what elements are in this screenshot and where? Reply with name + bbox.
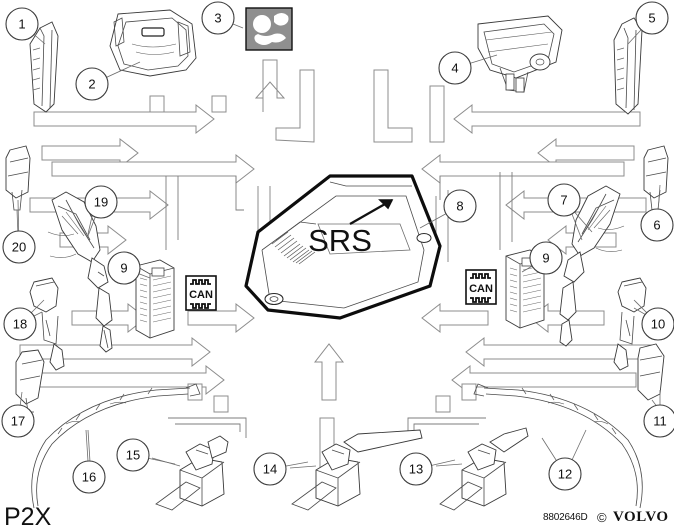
- part-side-curtain-right: [613, 17, 643, 115]
- part-passenger-airbag: [477, 15, 563, 93]
- callout-number: 7: [560, 192, 567, 207]
- callout-16[interactable]: 16: [72, 429, 106, 494]
- callout-14[interactable]: 14: [253, 452, 309, 486]
- callout-number: 11: [653, 413, 667, 428]
- callout-bubble[interactable]: [75, 67, 109, 101]
- callout-bubble[interactable]: [643, 404, 674, 438]
- callout-number: 14: [263, 461, 277, 476]
- callout-number: 12: [558, 466, 572, 481]
- callout-7[interactable]: 7: [547, 183, 593, 233]
- callout-number: 3: [214, 10, 221, 25]
- callout-bubble[interactable]: [548, 457, 582, 491]
- callout-bubble[interactable]: [107, 251, 141, 285]
- can-icon-right: CAN: [465, 269, 497, 305]
- callout-19[interactable]: 19: [84, 185, 118, 237]
- callout-9b[interactable]: 9: [521, 241, 563, 275]
- callout-8[interactable]: 8: [419, 189, 477, 229]
- part-side-airbag-left: [47, 191, 113, 353]
- callout-number: 20: [12, 239, 26, 254]
- callout-bubble[interactable]: [84, 185, 118, 219]
- callout-13[interactable]: 13: [399, 452, 456, 486]
- part-buckle-right: [613, 277, 649, 371]
- callout-11[interactable]: 11: [643, 390, 674, 438]
- callout-bubble[interactable]: [547, 183, 581, 217]
- callout-number: 5: [648, 10, 655, 25]
- callout-10[interactable]: 10: [633, 299, 674, 341]
- srs-control-module-graphic: SRS: [244, 174, 442, 320]
- callout-bubble[interactable]: [2, 230, 36, 264]
- callout-bubble[interactable]: [640, 208, 674, 242]
- svg-text:CAN: CAN: [189, 289, 213, 301]
- callout-bubble[interactable]: [5, 7, 39, 41]
- callout-number: 9: [542, 250, 549, 265]
- callout-number: 1: [18, 16, 25, 31]
- part-driver-airbag: [109, 9, 197, 77]
- callout-number: 18: [13, 316, 27, 331]
- part-number-label: 8802646D: [543, 512, 588, 523]
- callout-9[interactable]: 9: [107, 251, 151, 285]
- callout-5[interactable]: 5: [627, 1, 669, 45]
- model-code-label: P2X: [4, 503, 52, 531]
- part-retractor-rear-left: [151, 435, 229, 511]
- part-pretensioner-right: [643, 145, 669, 215]
- callout-bubble[interactable]: [3, 307, 37, 341]
- callout-6[interactable]: 6: [640, 184, 674, 242]
- callout-1[interactable]: 1: [5, 7, 46, 45]
- callout-number: 4: [451, 60, 458, 75]
- callout-number: 10: [651, 316, 665, 331]
- callout-bubble[interactable]: [116, 438, 150, 472]
- callout-bubble[interactable]: [1, 404, 35, 438]
- callout-number: 13: [409, 461, 423, 476]
- callout-15[interactable]: 15: [116, 438, 176, 472]
- part-buckle-left: [29, 277, 65, 371]
- part-retractor-center: [289, 429, 423, 511]
- srs-module-label: SRS: [308, 223, 372, 258]
- callout-3[interactable]: 3: [201, 1, 244, 35]
- volvo-wordmark: VOLVO: [613, 509, 669, 525]
- callout-bubble[interactable]: [641, 307, 674, 341]
- can-icon-left: CAN: [185, 275, 217, 311]
- callout-number: 17: [11, 413, 25, 428]
- callout-18[interactable]: 18: [3, 299, 45, 341]
- svg-text:CAN: CAN: [469, 283, 493, 295]
- callout-bubble[interactable]: [201, 1, 235, 35]
- part-connector-left: [135, 259, 175, 339]
- callout-number: 15: [126, 447, 140, 462]
- callout-bubble[interactable]: [438, 51, 472, 85]
- callout-17[interactable]: 17: [1, 391, 35, 438]
- callout-bubble[interactable]: [399, 452, 433, 486]
- part-curtain-right: [473, 383, 643, 509]
- copyright-symbol: ©: [597, 510, 607, 525]
- callout-bubble[interactable]: [443, 189, 477, 223]
- part-retractor-rear-right: [435, 427, 529, 511]
- callout-2[interactable]: 2: [75, 61, 141, 101]
- part-side-curtain-left: [29, 21, 59, 113]
- callout-number: 19: [94, 194, 108, 209]
- callout-number: 16: [82, 469, 96, 484]
- airbag-occupant-icon: [245, 7, 293, 51]
- callout-number: 6: [653, 217, 660, 232]
- callout-number: 2: [88, 76, 95, 91]
- callout-bubble[interactable]: [72, 460, 106, 494]
- part-curtain-left: [31, 383, 201, 509]
- callout-bubble[interactable]: [253, 452, 287, 486]
- callout-number: 8: [456, 198, 463, 213]
- callout-12[interactable]: 12: [541, 437, 582, 491]
- callout-bubble[interactable]: [529, 241, 563, 275]
- part-pretensioner-left: [5, 145, 31, 237]
- callout-bubble[interactable]: [635, 1, 669, 35]
- callout-20[interactable]: 20: [2, 199, 36, 264]
- callout-4[interactable]: 4: [438, 51, 498, 85]
- callout-number: 9: [120, 260, 127, 275]
- part-pretensioner-rear-left: [15, 349, 45, 413]
